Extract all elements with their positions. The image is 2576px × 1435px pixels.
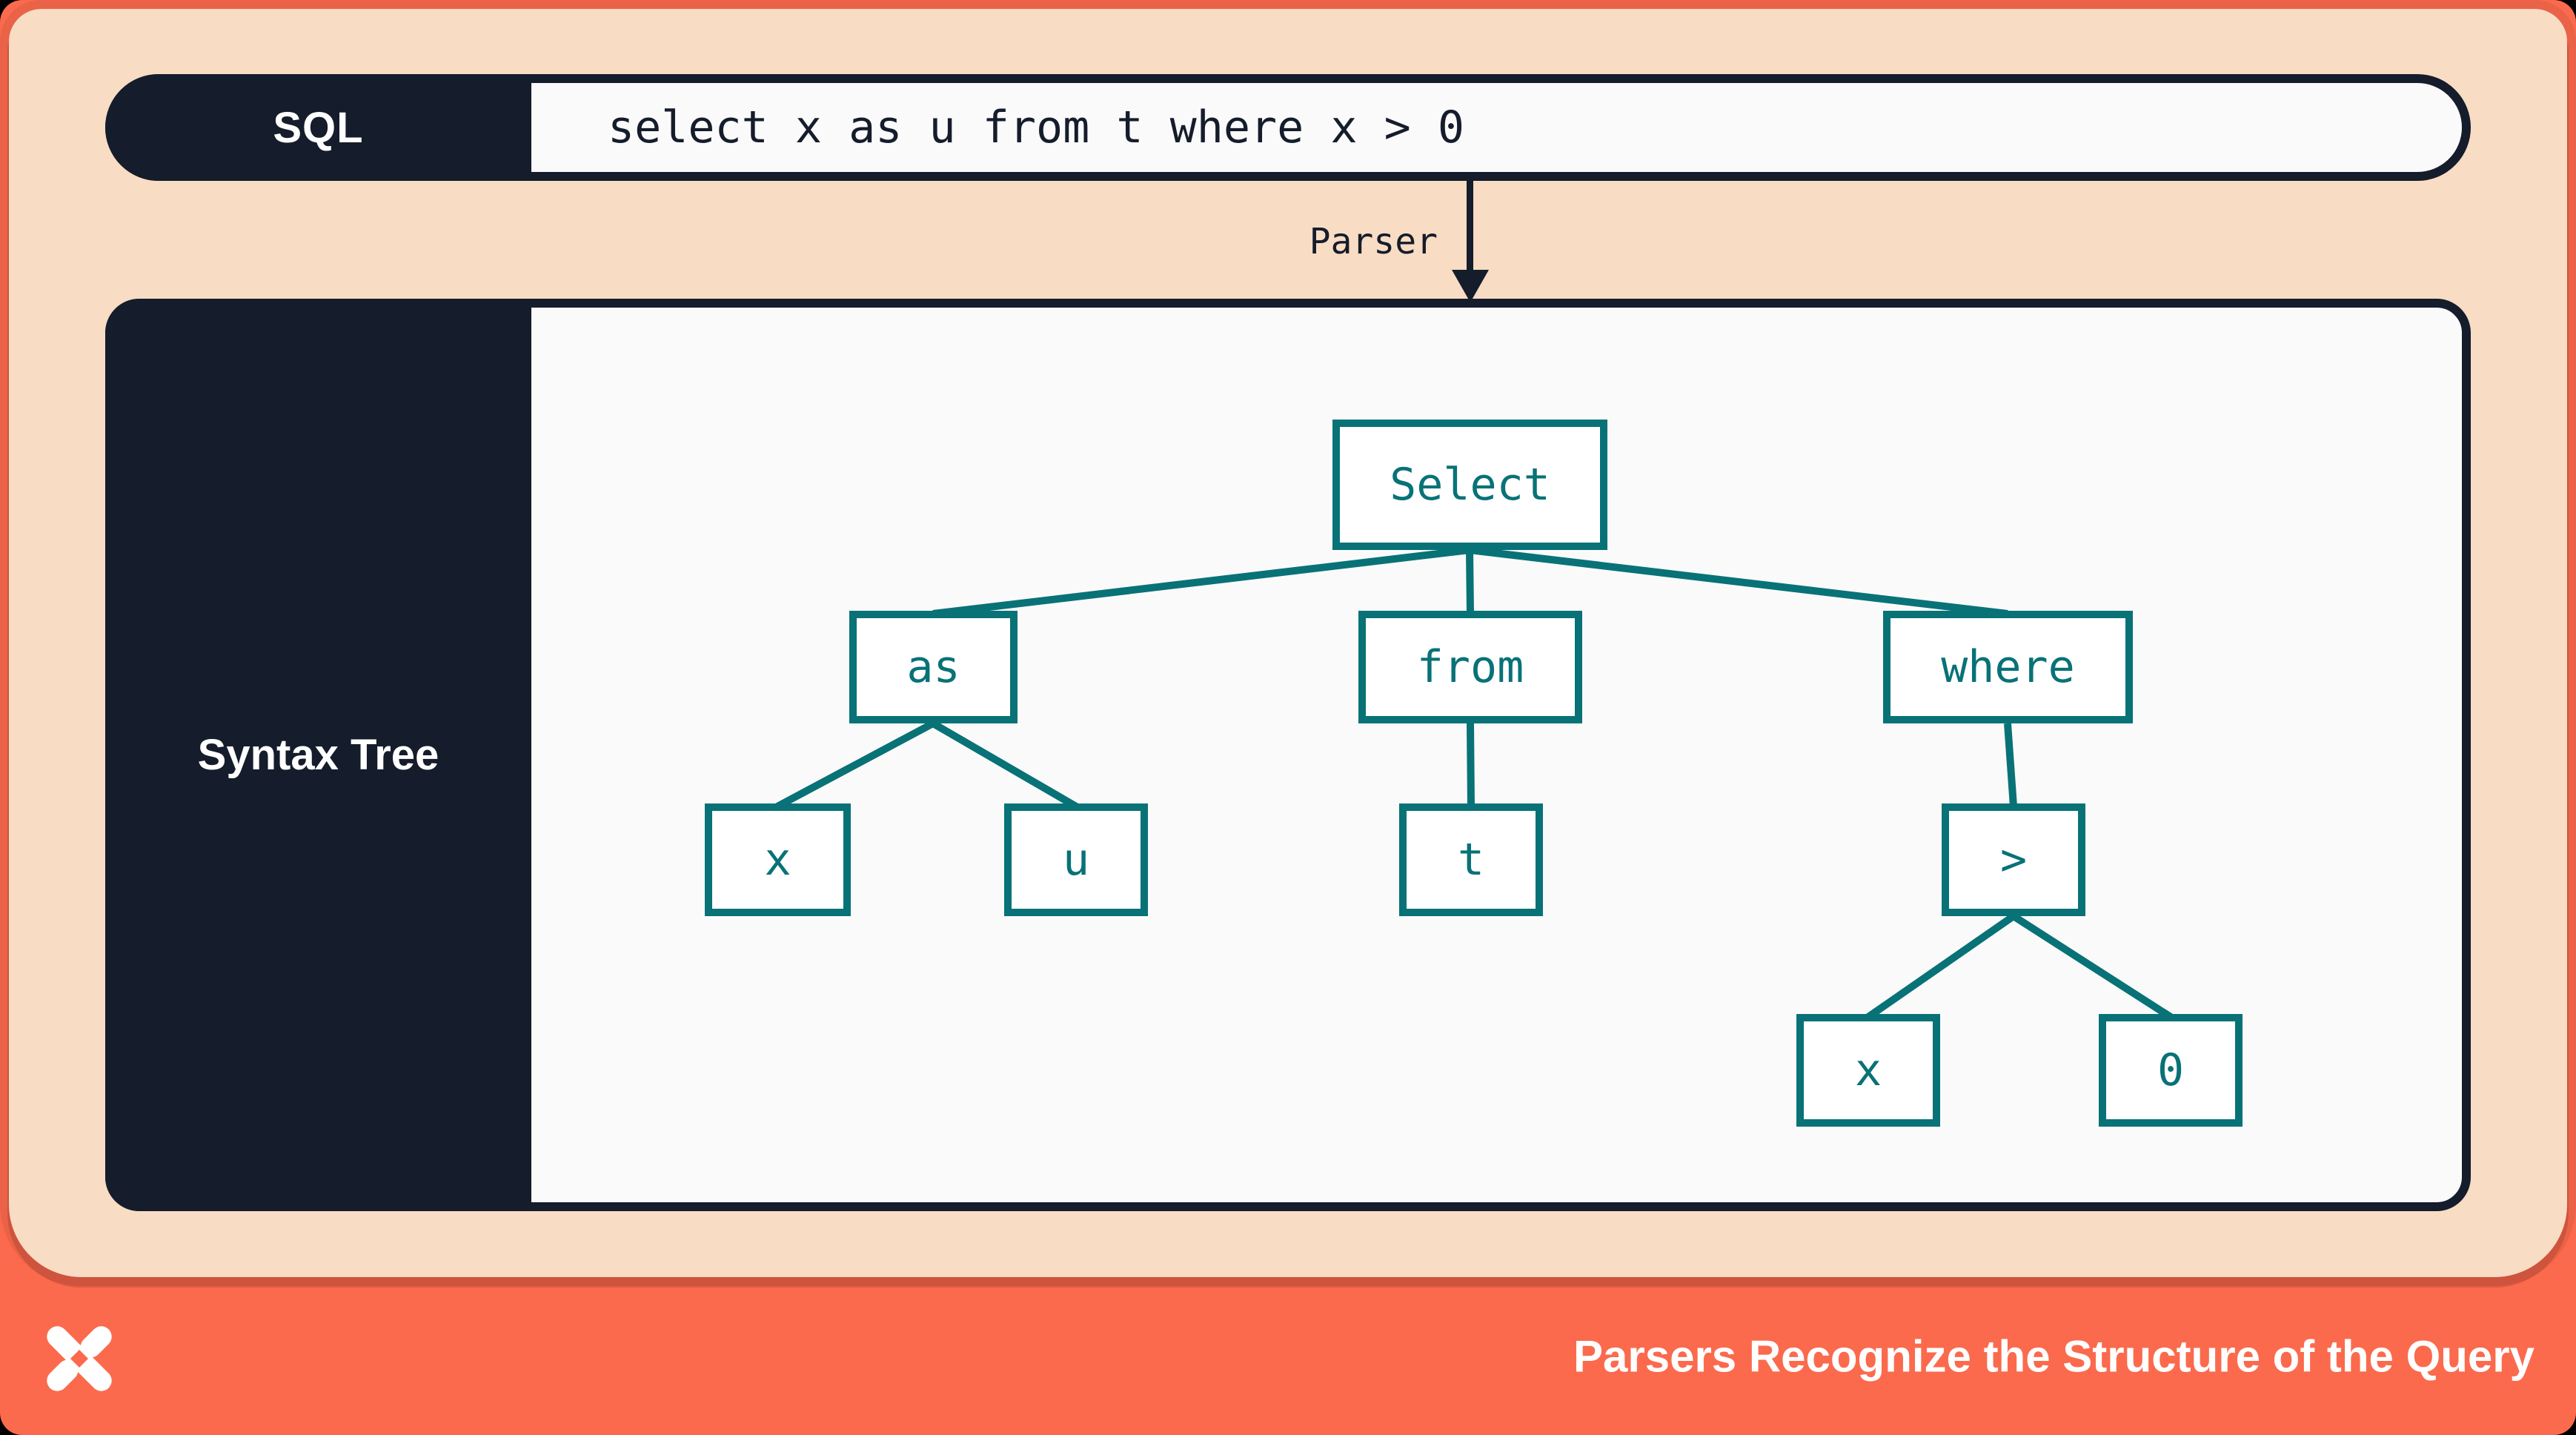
tree-edges xyxy=(775,546,2173,1021)
tree-node-where: where xyxy=(1883,611,2133,723)
sql-bar-label-section: SQL xyxy=(105,74,531,181)
parser-label: Parser xyxy=(1309,221,1438,262)
syntax-tree-label: Syntax Tree xyxy=(197,731,439,779)
tree-node-u: u xyxy=(1004,803,1148,916)
tree-node-x-cond: x xyxy=(1796,1014,1940,1127)
tree-node-x-alias: x xyxy=(705,803,851,916)
footer-caption: Parsers Recognize the Structure of the Q… xyxy=(1573,1331,2534,1381)
tree-node-as: as xyxy=(849,611,1018,723)
footer-bar: Parsers Recognize the Structure of the Q… xyxy=(0,1277,2576,1435)
sql-bar: SQL select x as u from t where x > 0 xyxy=(105,74,2471,181)
sql-bar-label: SQL xyxy=(273,103,364,152)
syntax-tree-sidebar: Syntax Tree xyxy=(105,299,531,1211)
parser-arrow-line xyxy=(1467,181,1473,273)
tree-node-gt: > xyxy=(1942,803,2085,916)
tree-node-t: t xyxy=(1399,803,1543,916)
x-pinwheel-logo-icon xyxy=(47,1326,112,1391)
tree-node-zero: 0 xyxy=(2099,1014,2243,1127)
content-panel: SQL select x as u from t where x > 0 Par… xyxy=(9,9,2567,1277)
syntax-tree-box: Syntax Tree Select xyxy=(105,299,2471,1211)
tree-node-select: Select xyxy=(1332,420,1607,550)
sql-query-text: select x as u from t where x > 0 xyxy=(608,102,1464,153)
syntax-tree-area: Select as from where x u t > x 0 xyxy=(114,308,2462,1202)
parser-arrow-head-icon xyxy=(1452,270,1489,302)
tree-node-from: from xyxy=(1358,611,1582,723)
